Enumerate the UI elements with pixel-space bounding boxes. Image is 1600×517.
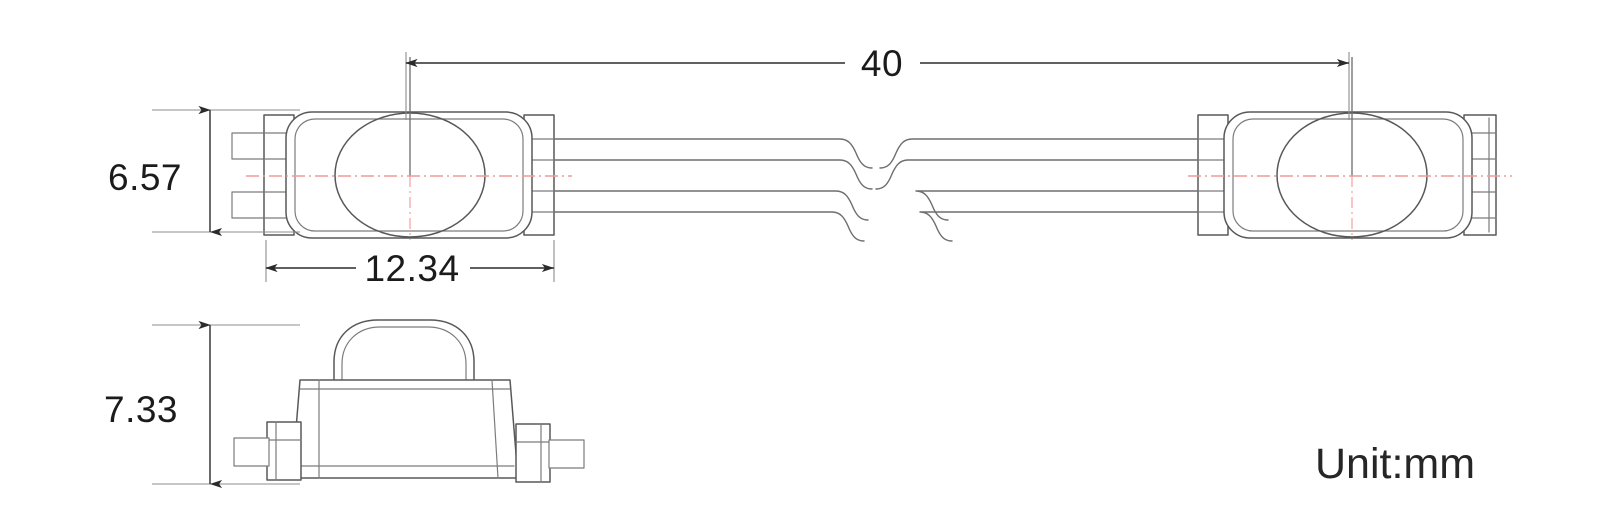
side-view-boss-right [515,423,551,483]
right-connector-housing-outer [1223,111,1473,239]
dim-1234-value: 12.34 [364,248,459,289]
right-connector-collar-left [1197,114,1229,236]
dimension-height-top-view: 6.57 [108,105,300,237]
side-view-step-right [491,379,499,479]
dimension-height-side-view: 7.33 [104,320,300,489]
left-connector-tab-upper [231,132,269,160]
dim-733-value: 7.33 [104,389,178,430]
dimension-length-overall: 40 [405,43,1350,120]
right-connector-housing-inner [1232,118,1464,232]
left-connector-housing-outer [285,111,533,239]
side-view-tab-right [548,439,585,469]
side-view-dome-inner [341,326,467,385]
left-connector-tab-lower [231,191,269,219]
top-view [231,57,1512,242]
unit-label: Unit:mm [1315,440,1475,488]
side-view-boss-left [266,421,302,481]
dimension-length-connector: 12.34 [265,240,555,289]
dim-40-value: 40 [861,43,903,84]
dim-657-value: 6.57 [108,157,182,198]
cable-conductors [553,138,1199,242]
side-view [233,319,585,483]
left-connector-housing-inner [294,118,524,232]
side-view-dome [333,319,475,385]
left-connector-top-view [231,57,555,240]
right-connector-top-view [1197,57,1497,240]
side-view-housing [291,379,519,479]
side-view-tab-left [233,437,270,467]
